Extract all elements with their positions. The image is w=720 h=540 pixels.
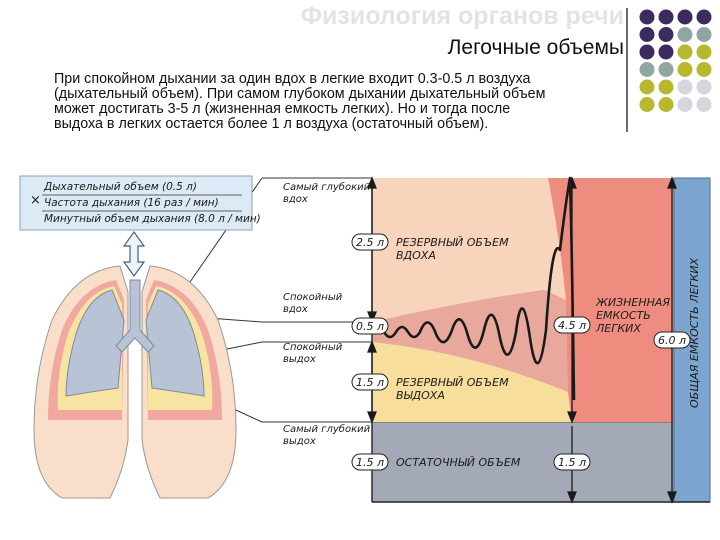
lung-volumes-figure: 2.5 л 0.5 л 1.5 л 1.5 л 1.5 л 4.5 л 6.0 … [19, 175, 711, 504]
pill-reserve-expiratory [351, 373, 389, 391]
trachea [115, 279, 155, 353]
zone-label-expiratory-2: ВЫДОХА [396, 389, 445, 402]
paragraph-line: При спокойном дыхании за один вдох в лег… [54, 71, 531, 87]
decorative-dot [696, 97, 712, 112]
page-title: Физиология органов речи [300, 2, 624, 30]
value-tidal: 0.5 л [356, 320, 384, 333]
breathing-curve [370, 176, 576, 401]
airflow-arrow-icon [122, 230, 146, 278]
lungs-illustration [33, 265, 237, 499]
value-total-capacity: 6.0 л [658, 334, 686, 347]
decorative-dot [639, 44, 655, 60]
decorative-dot [696, 9, 712, 25]
decorative-dot [696, 62, 712, 77]
zone-label-vital-2: ЕМКОСТЬ [596, 309, 651, 322]
callout-deepest-exhale-1: Самый глубокий [283, 423, 371, 435]
pill-residual [351, 453, 389, 471]
zone-labels: РЕЗЕРВНЫЙ ОБЪЕМ ВДОХА РЕЗЕРВНЫЙ ОБЪЕМ ВЫ… [396, 236, 701, 469]
callout-labels: Самый глубокий вдох Спокойный вдох Споко… [283, 181, 371, 447]
pill-tidal [351, 317, 389, 335]
legend-line-1: Дыхательный объем (0.5 л) [43, 181, 197, 193]
decorative-dot [696, 79, 712, 95]
callout-deepest-exhale-2: выдох [283, 436, 316, 447]
pill-reserve-inspiratory [351, 233, 389, 251]
zone-label-total: ОБЩАЯ ЕМКОСТЬ ЛЕГКИХ [688, 257, 701, 408]
page-subtitle: Легочные объемы [447, 36, 624, 59]
decorative-dot [696, 44, 712, 60]
decorative-dot [677, 62, 693, 77]
decorative-dot [658, 62, 674, 77]
decorative-dot [658, 9, 674, 25]
paragraph-line: может достигать 3-5 л (жизненная емкость… [54, 101, 511, 117]
residual-volume-zone [371, 421, 675, 503]
decorative-dot [677, 27, 693, 42]
paragraph-line: (дыхательный объем). При самом глубоком … [54, 86, 546, 102]
inspiratory-reserve-zone [372, 178, 566, 322]
value-reserve-expiratory: 1.5 л [356, 376, 384, 389]
callout-calm-exhale-1: Спокойный [283, 342, 343, 353]
decorative-dot [639, 9, 655, 25]
legend-box: × Дыхательный объем (0.5 л) Частота дыха… [19, 175, 261, 231]
callout-deepest-inhale-2: вдох [283, 194, 308, 205]
decorative-dot [658, 27, 674, 42]
measurement-arrows [367, 176, 677, 504]
decorative-dot-grid [639, 9, 712, 112]
zone-label-vital-1: ЖИЗНЕННАЯ [595, 296, 670, 309]
callout-calm-inhale-2: вдох [283, 304, 308, 315]
volume-zones [371, 177, 711, 503]
header-divider-line [626, 8, 628, 132]
decorative-dot [696, 27, 712, 42]
left-lung [65, 289, 125, 397]
decorative-dot [677, 9, 693, 25]
legend-line-3: Минутный объем дыхания (8.0 л / мин) [44, 213, 261, 225]
decorative-dot [639, 62, 655, 77]
value-reserve-inspiratory: 2.5 л [356, 236, 384, 249]
pill-vital-capacity [553, 316, 591, 334]
decorative-dot [658, 79, 674, 95]
decorative-dot [658, 97, 674, 112]
zone-label-inspiratory-1: РЕЗЕРВНЫЙ ОБЪЕМ [396, 236, 509, 249]
pill-residual-right [553, 453, 591, 471]
expiratory-reserve-zone [372, 342, 572, 422]
callout-calm-inhale-1: Спокойный [283, 292, 343, 303]
value-pills: 2.5 л 0.5 л 1.5 л 1.5 л 1.5 л 4.5 л 6.0 … [351, 233, 691, 471]
value-vital-capacity: 4.5 л [558, 319, 586, 332]
decorative-dot [658, 44, 674, 60]
intro-paragraph: При спокойном дыхании за один вдох в лег… [54, 72, 620, 132]
decorative-dot [677, 97, 693, 112]
zone-label-inspiratory-2: ВДОХА [396, 249, 436, 262]
pill-total-capacity [653, 331, 691, 349]
decorative-dot [677, 44, 693, 60]
decorative-dot [677, 79, 693, 95]
paragraph-line: выдоха в легких остается более 1 л возду… [54, 116, 489, 132]
decorative-dot [639, 79, 655, 95]
callout-calm-exhale-2: выдох [283, 354, 316, 365]
decorative-dot [639, 27, 655, 42]
legend-line-2: Частота дыхания (16 раз / мин) [44, 197, 219, 209]
legend-times-sign: × [30, 193, 41, 208]
value-residual-right: 1.5 л [558, 456, 586, 469]
value-residual: 1.5 л [356, 456, 384, 469]
decorative-dot [639, 97, 655, 112]
zone-label-vital-3: ЛЕГКИХ [595, 322, 641, 335]
zone-label-expiratory-1: РЕЗЕРВНЫЙ ОБЪЕМ [396, 376, 509, 389]
callout-deepest-inhale-1: Самый глубокий [283, 181, 371, 193]
zone-label-residual: ОСТАТОЧНЫЙ ОБЪЕМ [396, 456, 521, 469]
right-lung [145, 289, 205, 397]
